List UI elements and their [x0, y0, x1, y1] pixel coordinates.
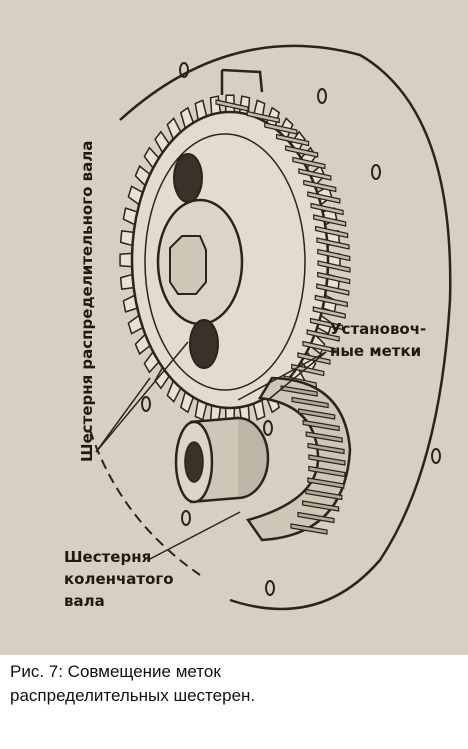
gear-tooth [119, 252, 133, 268]
helical-tooth [290, 523, 328, 535]
helical-tooth [315, 225, 349, 239]
helical-tooth [305, 431, 343, 443]
helical-tooth [291, 396, 329, 409]
mounting-hole [181, 510, 191, 526]
mounting-hole [141, 396, 151, 412]
helical-tooth [316, 237, 350, 250]
bracket [220, 68, 264, 95]
mounting-hole [179, 62, 189, 78]
helical-tooth [298, 168, 332, 181]
helical-tooth [275, 133, 310, 147]
helical-tooth [285, 145, 319, 158]
helical-tooth [305, 488, 343, 501]
helical-tooth [306, 329, 340, 342]
label-timing-marks-line1: Установоч- [330, 320, 426, 338]
helical-tooth [317, 260, 351, 273]
helical-tooth [307, 477, 345, 489]
camshaft-hub-bolt [169, 235, 207, 295]
mounting-hole [371, 164, 381, 180]
helical-tooth [303, 179, 337, 193]
camshaft-gear-hole-upper [173, 153, 203, 203]
timing-cover-lower-outline [89, 429, 201, 576]
helical-tooth [302, 419, 340, 432]
leader-line [147, 511, 241, 561]
label-crankshaft-gear-line3: вала [64, 592, 105, 610]
camshaft-gear-inner-rim [144, 133, 306, 391]
helical-tooth [314, 294, 348, 308]
helical-tooth [297, 511, 335, 524]
helical-tooth [310, 202, 344, 216]
helical-tooth [313, 214, 347, 227]
helical-tooth [292, 156, 326, 170]
helical-tooth [316, 283, 350, 296]
helical-tooth [264, 122, 298, 135]
mounting-hole [265, 580, 275, 596]
label-camshaft-gear: Шестерня распределительного вала [78, 141, 96, 462]
helical-tooth [309, 317, 344, 331]
crankshaft-gear-body [245, 376, 352, 542]
mounting-hole [263, 420, 273, 436]
leader-line [267, 351, 327, 401]
crankshaft-gear-helical-teeth [280, 385, 346, 535]
helical-tooth [302, 340, 336, 354]
camshaft-gear-hole-lower [189, 319, 219, 369]
helical-tooth [317, 271, 351, 285]
crankshaft-hub-bore [184, 441, 204, 483]
helical-tooth [308, 454, 346, 466]
helical-tooth [215, 99, 249, 112]
gear-illustration: Шестерня распределительного вала Установ… [0, 0, 468, 655]
helical-tooth [298, 408, 336, 420]
helical-tooth [291, 363, 325, 377]
label-crankshaft-gear-line2: коленчатого [64, 570, 174, 588]
label-crankshaft-gear-line1: Шестерня [64, 548, 151, 566]
leader-line [237, 351, 327, 401]
helical-tooth [307, 442, 345, 455]
caption-line-2: распределительных шестерен. [10, 686, 256, 705]
figure-caption: Рис. 7: Совмещение меток распределительн… [10, 660, 460, 708]
helical-tooth [312, 306, 346, 319]
label-timing-marks-line2: ные метки [330, 342, 421, 360]
timing-cover-outline [119, 44, 452, 611]
caption-line-1: Рис. 7: Совмещение меток [10, 662, 221, 681]
leader-line [95, 341, 189, 453]
helical-tooth [308, 465, 346, 478]
crankshaft-hub-edge [189, 416, 239, 424]
helical-tooth [302, 500, 340, 512]
helical-tooth [317, 248, 351, 262]
helical-tooth [246, 110, 280, 124]
helical-tooth [307, 191, 341, 204]
mounting-hole [431, 448, 441, 464]
leader-line [95, 377, 151, 453]
mounting-hole [317, 88, 327, 104]
